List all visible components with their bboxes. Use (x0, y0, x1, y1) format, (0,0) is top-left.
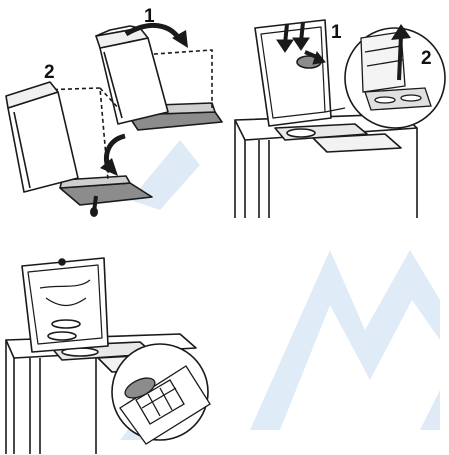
panel-blank (225, 228, 449, 455)
step-label-1: 1 (144, 6, 155, 27)
step-label-2: 2 (44, 62, 55, 83)
step-label-2: 2 (421, 48, 432, 69)
panel-lid-open (0, 228, 225, 455)
panel-remove-tray: 1 2 (0, 0, 225, 228)
step-label-1: 1 (331, 22, 342, 43)
panel-clean-filter: 1 2 (225, 0, 449, 228)
filter-box (100, 38, 168, 124)
filter-box-2 (8, 92, 78, 192)
